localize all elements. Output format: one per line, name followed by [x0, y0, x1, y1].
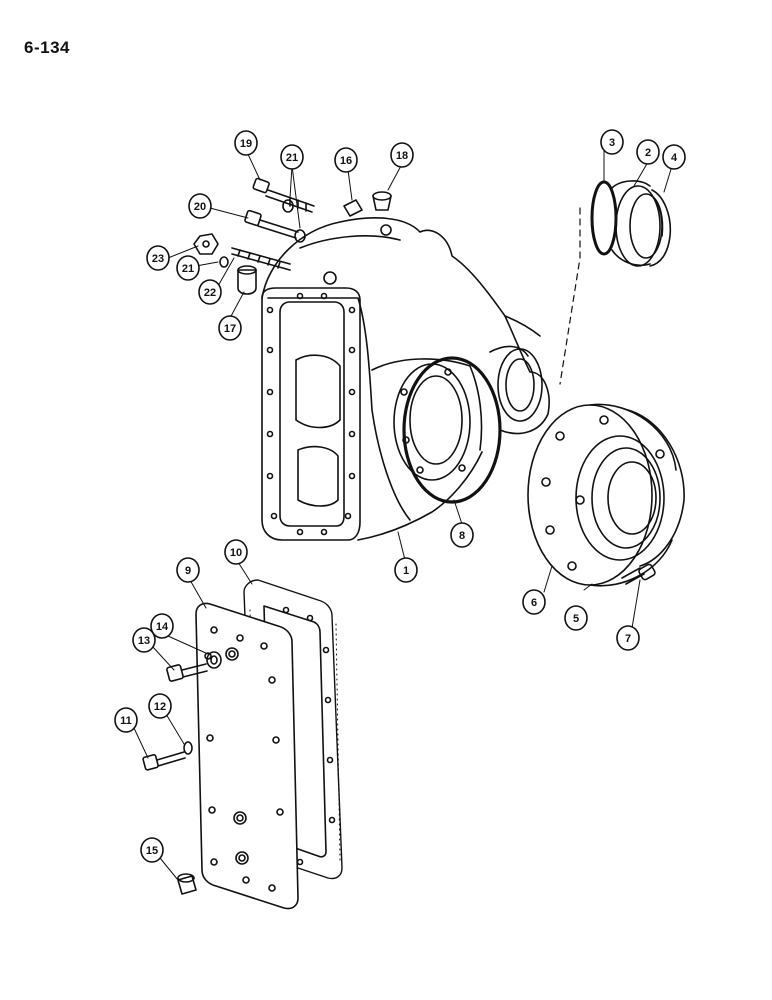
callout-6: 6	[522, 589, 546, 615]
callout-10: 10	[224, 539, 248, 565]
washer-12	[183, 741, 193, 755]
bearing-carrier	[527, 403, 685, 587]
stud-22	[231, 247, 291, 271]
callout-5: 5	[564, 605, 588, 631]
callout-label: 19	[240, 138, 252, 150]
callout-circle	[114, 707, 138, 733]
callout-circle	[176, 255, 200, 281]
callout-23: 23	[146, 245, 170, 271]
differential-housing	[261, 217, 550, 541]
callout-1: 1	[394, 557, 418, 583]
callout-21: 21	[280, 144, 304, 170]
callout-circle	[150, 613, 174, 639]
callout-label: 10	[230, 547, 242, 559]
o-ring	[402, 356, 502, 504]
pin-16	[343, 199, 363, 217]
callout-8: 8	[450, 522, 474, 548]
callout-label: 14	[156, 621, 169, 633]
callout-label: 21	[286, 152, 298, 164]
cover-plate	[195, 602, 299, 910]
bolt-13	[166, 663, 208, 682]
callout-circle	[198, 279, 222, 305]
callout-19: 19	[234, 130, 258, 156]
plug-18	[372, 191, 392, 211]
callout-18: 18	[390, 142, 414, 168]
callout-circle	[390, 142, 414, 168]
callout-label: 9	[185, 565, 191, 577]
callout-label: 23	[152, 253, 164, 265]
callout-12: 12	[148, 693, 172, 719]
sleeve-assembly	[559, 180, 672, 385]
callout-22: 22	[198, 279, 222, 305]
callout-label: 11	[120, 715, 132, 727]
callout-11: 11	[114, 707, 138, 733]
callout-label: 12	[154, 701, 166, 713]
cap-screw	[621, 563, 656, 585]
callout-circle	[616, 625, 640, 651]
callout-21: 21	[176, 255, 200, 281]
callout-circle	[600, 129, 624, 155]
callout-circle	[146, 245, 170, 271]
callout-13: 13	[132, 627, 156, 653]
callout-label: 4	[671, 152, 678, 164]
callout-circle	[394, 557, 418, 583]
washer-14	[206, 651, 222, 669]
callout-label: 18	[396, 150, 408, 162]
callout-label: 2	[645, 147, 651, 159]
callout-circle	[188, 193, 212, 219]
callout-circle	[148, 693, 172, 719]
callout-label: 21	[182, 263, 194, 275]
callout-15: 15	[140, 837, 164, 863]
callout-2: 2	[636, 139, 660, 165]
callout-label: 20	[194, 201, 206, 213]
callout-label: 22	[204, 287, 216, 299]
callout-circle	[564, 605, 588, 631]
callout-label: 8	[459, 530, 465, 542]
callout-circle	[176, 557, 200, 583]
washer-21	[219, 199, 306, 268]
page-number: 6-134	[24, 38, 70, 57]
callout-circle	[218, 315, 242, 341]
callout-7: 7	[616, 625, 640, 651]
callout-16: 16	[334, 147, 358, 173]
callout-circle	[450, 522, 474, 548]
callout-label: 16	[340, 155, 352, 167]
nut-23	[193, 233, 219, 255]
callout-label: 15	[146, 845, 158, 857]
callout-circle	[636, 139, 660, 165]
callout-label: 5	[573, 613, 579, 625]
callout-circle	[140, 837, 164, 863]
callout-circle	[662, 144, 686, 170]
callout-label: 7	[625, 633, 631, 645]
plug-15	[177, 873, 197, 895]
callout-20: 20	[188, 193, 212, 219]
callout-14: 14	[150, 613, 174, 639]
callout-label: 3	[609, 137, 615, 149]
callout-label: 17	[224, 323, 236, 335]
callout-9: 9	[176, 557, 200, 583]
callout-label: 1	[403, 565, 409, 577]
callout-17: 17	[218, 315, 242, 341]
callout-circle	[522, 589, 546, 615]
bolt-19	[252, 177, 315, 213]
bolt-11	[142, 751, 186, 771]
callout-circle	[334, 147, 358, 173]
callout-4: 4	[662, 144, 686, 170]
plug-17	[237, 265, 257, 295]
housing-mounting-flange	[261, 287, 361, 541]
callout-circle	[132, 627, 156, 653]
callout-label: 13	[138, 635, 150, 647]
callout-circle	[234, 130, 258, 156]
callout-label: 6	[531, 597, 537, 609]
callout-circle	[280, 144, 304, 170]
bolt-20	[244, 209, 299, 239]
callout-circle	[224, 539, 248, 565]
callout-3: 3	[600, 129, 624, 155]
